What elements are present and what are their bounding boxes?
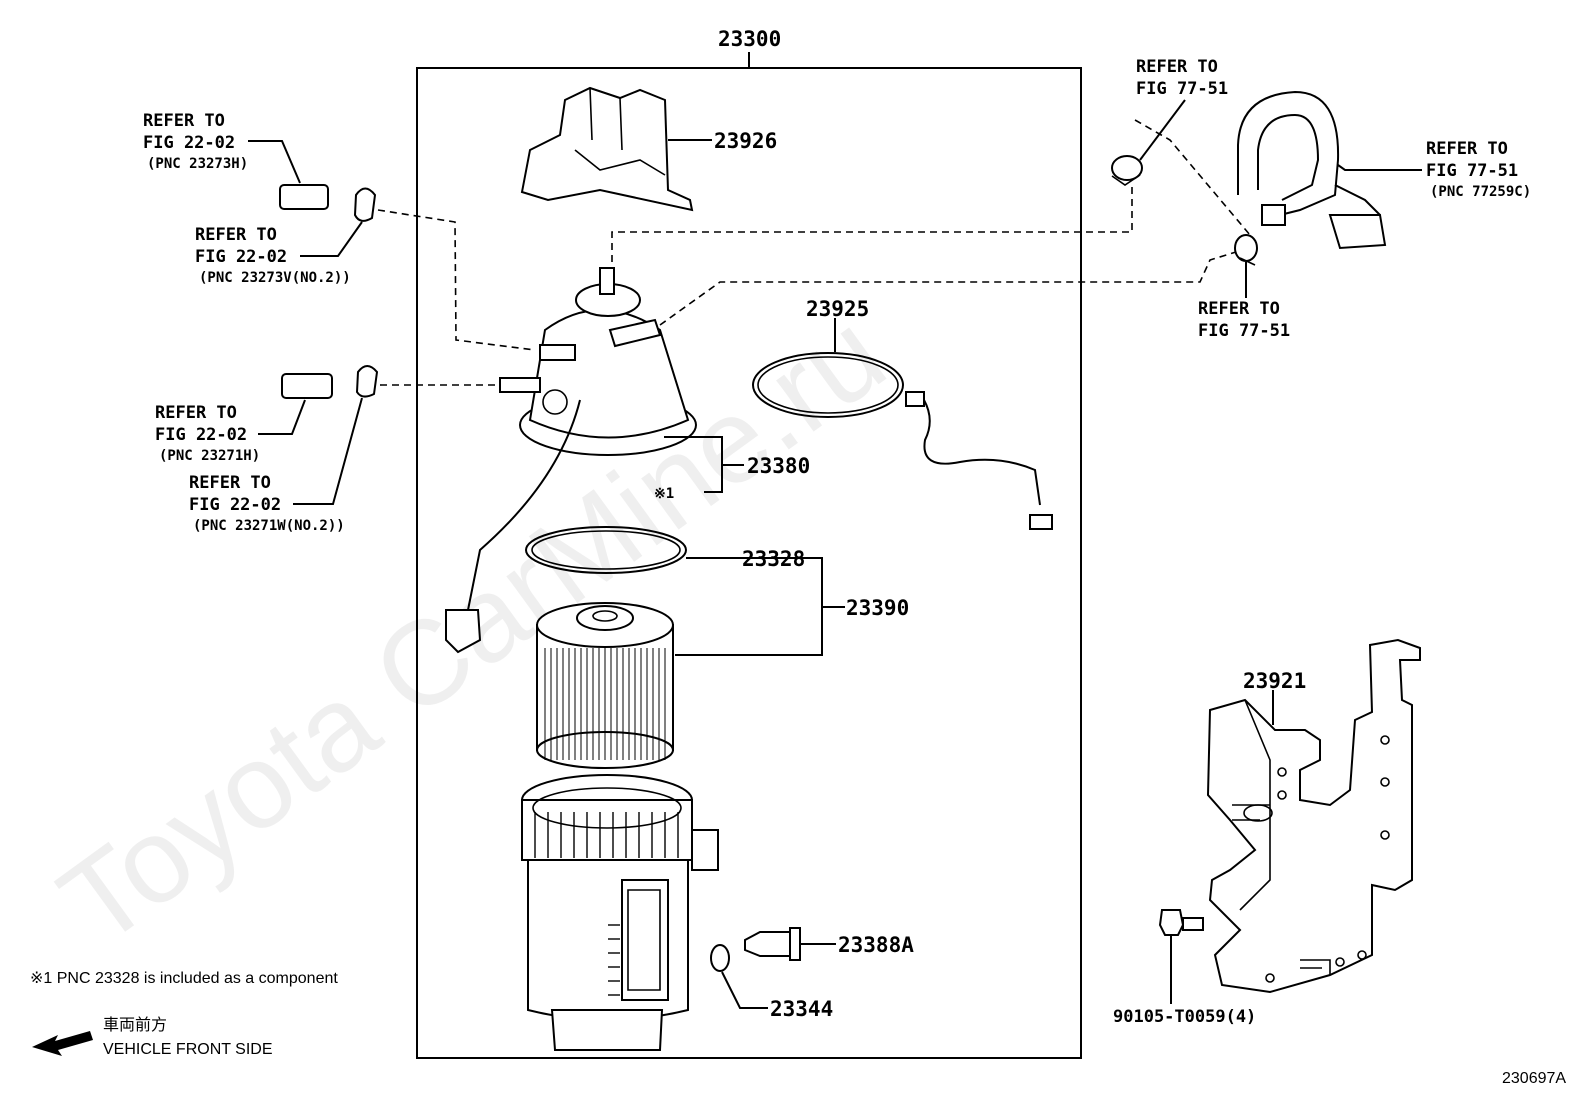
svg-text:(PNC 23271W(NO.2)): (PNC 23271W(NO.2)) xyxy=(193,518,345,534)
hose-clip xyxy=(445,609,482,654)
clamp-bottom[interactable] xyxy=(1234,234,1258,266)
svg-text:FIG 77-51: FIG 77-51 xyxy=(1426,161,1518,181)
vehicle-front-arrow-icon xyxy=(32,1031,93,1056)
part-23344-oring[interactable] xyxy=(710,944,730,972)
svg-text:(PNC 23273V(NO.2)): (PNC 23273V(NO.2)) xyxy=(199,270,351,286)
ref-fig77-pnc77259c[interactable]: REFER TO FIG 77-51 (PNC 77259C) xyxy=(1426,139,1531,200)
ref-fig77-bottom[interactable]: REFER TO FIG 77-51 xyxy=(1198,299,1290,341)
part-23380-filter-head[interactable] xyxy=(499,267,697,456)
svg-text:REFER TO: REFER TO xyxy=(1426,139,1508,159)
ref-fig22-pnc23271h[interactable]: REFER TO FIG 22-02 (PNC 23271H) xyxy=(155,403,260,464)
marker-1: ※1 xyxy=(654,486,674,502)
svg-text:FIG 77-51: FIG 77-51 xyxy=(1198,321,1290,341)
drain-hose xyxy=(459,399,581,641)
svg-text:REFER TO: REFER TO xyxy=(1136,57,1218,77)
part-23388A-drain-plug[interactable] xyxy=(744,927,801,961)
part-23926-shield[interactable] xyxy=(520,86,694,212)
svg-text:REFER TO: REFER TO xyxy=(195,225,277,245)
label-23300[interactable]: 23300 xyxy=(718,27,781,51)
svg-text:FIG 22-02: FIG 22-02 xyxy=(143,133,235,153)
bolt-90105-T0059[interactable] xyxy=(1158,909,1204,936)
ref-fig22-pnc23271w[interactable]: REFER TO FIG 22-02 (PNC 23271W(NO.2)) xyxy=(189,473,345,534)
hose-top-right[interactable] xyxy=(1237,90,1387,250)
direction-en: VEHICLE FRONT SIDE xyxy=(103,1041,273,1058)
figure-id: 230697A xyxy=(1502,1070,1566,1087)
svg-text:(PNC 23271H): (PNC 23271H) xyxy=(159,448,260,464)
part-23390-filter-element[interactable] xyxy=(536,602,674,769)
label-23925[interactable]: 23925 xyxy=(806,297,869,321)
dash-clamp-link xyxy=(1134,119,1251,236)
svg-text:(PNC 77259C): (PNC 77259C) xyxy=(1430,184,1531,200)
label-23390[interactable]: 23390 xyxy=(846,596,909,620)
label-23926[interactable]: 23926 xyxy=(714,129,777,153)
label-23344[interactable]: 23344 xyxy=(770,997,833,1021)
ref-fig77-top[interactable]: REFER TO FIG 77-51 xyxy=(1136,57,1228,99)
ref-fig22-pnc23273h[interactable]: REFER TO FIG 22-02 (PNC 23273H) xyxy=(143,111,248,172)
label-23388A[interactable]: 23388A xyxy=(838,933,914,957)
svg-text:FIG 77-51: FIG 77-51 xyxy=(1136,79,1228,99)
part-23328-oring[interactable] xyxy=(525,526,687,574)
svg-text:REFER TO: REFER TO xyxy=(143,111,225,131)
svg-text:REFER TO: REFER TO xyxy=(189,473,271,493)
dash-upper-clip xyxy=(377,209,536,351)
label-23921[interactable]: 23921 xyxy=(1243,669,1306,693)
filter-case[interactable] xyxy=(521,774,719,1051)
svg-text:FIG 22-02: FIG 22-02 xyxy=(195,247,287,267)
svg-text:REFER TO: REFER TO xyxy=(155,403,237,423)
ref-fig22-pnc23273v[interactable]: REFER TO FIG 22-02 (PNC 23273V(NO.2)) xyxy=(195,225,351,286)
clip-upper-left[interactable] xyxy=(353,187,377,222)
dash-mid-right xyxy=(659,251,1237,326)
footnote: ※1 PNC 23328 is included as a component xyxy=(30,970,338,987)
svg-text:(PNC 23273H): (PNC 23273H) xyxy=(147,156,248,172)
clip-lower-left[interactable] xyxy=(355,365,379,398)
svg-text:REFER TO: REFER TO xyxy=(1198,299,1280,319)
part-23925-sensor-ring[interactable] xyxy=(752,352,1053,530)
dash-upper-right xyxy=(611,185,1133,262)
svg-text:FIG 22-02: FIG 22-02 xyxy=(189,495,281,515)
pipe-upper-left[interactable] xyxy=(279,184,329,210)
pipe-lower-left[interactable] xyxy=(281,373,333,399)
svg-text:FIG 22-02: FIG 22-02 xyxy=(155,425,247,445)
direction-jp: 車両前方 xyxy=(103,1016,167,1034)
label-90105-T0059[interactable]: 90105-T0059(4) xyxy=(1113,1007,1256,1027)
part-23921-bracket[interactable] xyxy=(1206,638,1421,994)
label-23380[interactable]: 23380 xyxy=(747,454,810,478)
clamp-top[interactable] xyxy=(1111,155,1143,186)
